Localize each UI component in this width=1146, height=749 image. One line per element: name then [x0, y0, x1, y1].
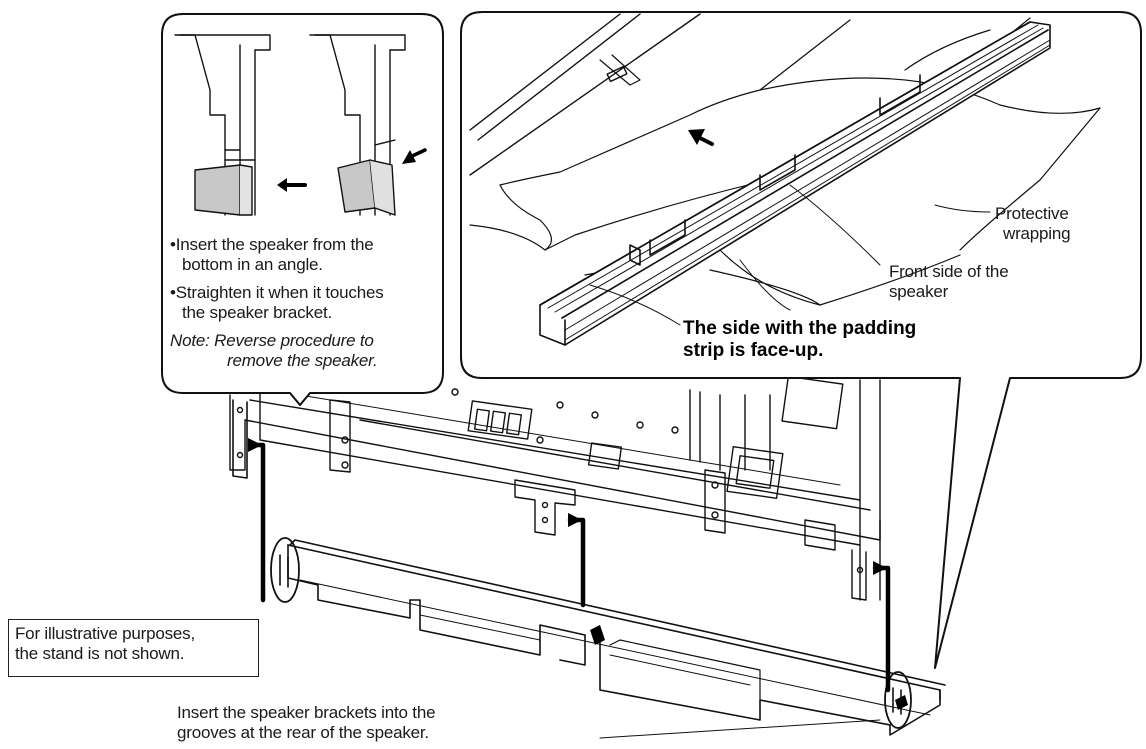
inset-left-bullet1: •Insert the speaker from the bottom in a… — [170, 235, 374, 274]
inset-callout-right — [460, 11, 1142, 669]
inset-callout-left — [161, 13, 444, 406]
illustrative-note-line1: For illustrative purposes, — [15, 624, 195, 643]
label-padding-strip-line1: The side with the padding — [683, 318, 917, 339]
bottom-caption-line1: Insert the speaker brackets into the — [177, 703, 436, 722]
tv-rear-panel — [229, 375, 881, 601]
caption-leader-line — [599, 719, 881, 739]
label-padding-strip: The side with the padding strip is face-… — [683, 318, 916, 362]
inset-left-bullet1-line1: •Insert the speaker from the — [170, 235, 374, 254]
inset-left-note: Note: Reverse procedure to remove the sp… — [170, 331, 378, 370]
inset-left-bullet2-line1: •Straighten it when it touches — [170, 283, 384, 302]
label-protective-wrapping-line1: Protective — [995, 204, 1069, 223]
label-front-side: Front side of the speaker — [889, 262, 1009, 301]
inset-left-bullet2-line2: the speaker bracket. — [182, 302, 333, 322]
label-front-side-line2: speaker — [889, 281, 949, 301]
illustrative-note-line2: the stand is not shown. — [15, 643, 185, 663]
label-protective-wrapping-line2: wrapping — [1003, 223, 1071, 243]
bottom-caption: Insert the speaker brackets into the gro… — [177, 703, 436, 742]
label-protective-wrapping: Protective wrapping — [995, 204, 1071, 243]
label-front-side-line1: Front side of the — [889, 262, 1009, 281]
speaker-bar — [270, 537, 946, 736]
bottom-caption-line2: grooves at the rear of the speaker. — [177, 722, 429, 742]
illustrative-note-box — [8, 619, 259, 677]
illustrative-note-text: For illustrative purposes, the stand is … — [15, 624, 195, 663]
inset-left-note-line2: remove the speaker. — [227, 350, 378, 370]
inset-left-bullet2: •Straighten it when it touches the speak… — [170, 283, 384, 322]
inset-left-note-line1: Note: Reverse procedure to — [170, 331, 374, 350]
label-padding-strip-line2: strip is face-up. — [683, 339, 824, 361]
inset-left-bullet1-line2: bottom in an angle. — [182, 254, 323, 274]
